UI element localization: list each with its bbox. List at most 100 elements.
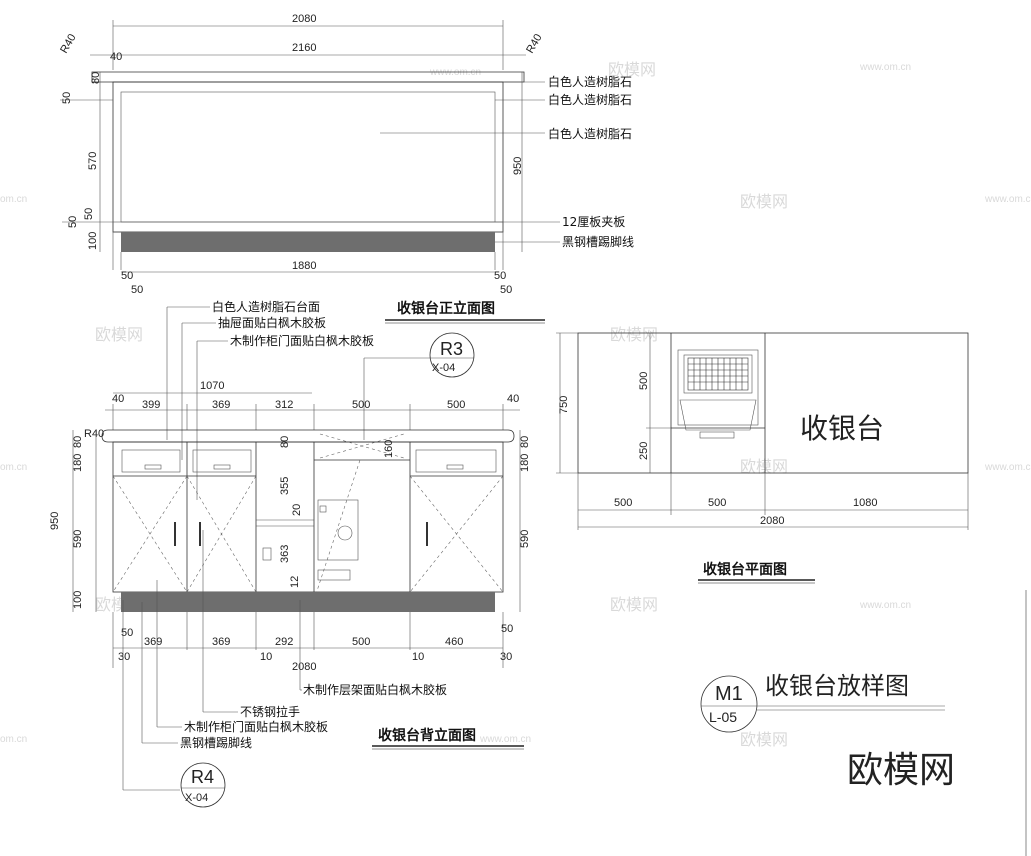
watermark-url: om.cn [0, 462, 27, 473]
marker-r3-top: R3 [440, 339, 463, 359]
front-elevation: 2080 2160 R40 R40 40 80 50 570 50 50 100… [58, 13, 634, 324]
dim-80: 80 [72, 436, 84, 448]
front-elevation-title: 收银台正立面图 [397, 300, 495, 317]
label-resin-stone: 白色人造树脂石 [548, 126, 632, 141]
dim-312: 312 [275, 399, 293, 411]
marker-r4-bottom: X-04 [185, 792, 208, 804]
dim-363: 363 [279, 545, 291, 563]
watermark-url: om.cn [0, 734, 27, 745]
plan-label: 收银台 [800, 412, 884, 445]
dim-500: 500 [638, 372, 650, 390]
callout-door-face-bottom: 木制作柜门面贴白枫木胶板 [184, 719, 328, 734]
dim-590: 590 [519, 530, 531, 548]
plan-title: 收银台平面图 [703, 561, 787, 578]
dim-500: 500 [708, 497, 726, 509]
marker-m1-bottom: L-05 [709, 709, 737, 725]
dim-2160: 2160 [292, 42, 316, 54]
dim-369: 369 [144, 636, 162, 648]
dim-369: 369 [212, 636, 230, 648]
dim-180: 180 [519, 454, 531, 472]
watermark-url: om.cn [0, 194, 27, 205]
watermark-url: www.om.cn [859, 62, 911, 73]
dim-50: 50 [501, 623, 513, 635]
dim-500: 500 [352, 636, 370, 648]
callout-countertop: 白色人造树脂石台面 [212, 299, 320, 314]
watermark-url: www.om.cn [479, 734, 531, 745]
dim-160: 160 [383, 440, 395, 458]
watermark-text: 欧模网 [610, 595, 658, 614]
dim-20: 20 [291, 504, 303, 516]
dim-950: 950 [512, 157, 524, 175]
drawer [415, 449, 497, 473]
dim-80: 80 [519, 436, 531, 448]
dim-292: 292 [275, 636, 293, 648]
dim-180: 180 [72, 454, 84, 472]
label-plywood: 12厘板夹板 [562, 215, 625, 229]
dim-10: 10 [260, 651, 272, 663]
marker-r3-bottom: X-04 [432, 362, 455, 374]
dim-50: 50 [121, 270, 133, 282]
dim-2080: 2080 [760, 515, 784, 527]
dim-100: 100 [72, 591, 84, 609]
dim-2080: 2080 [292, 13, 316, 25]
callout-drawer-face: 抽屉面贴白枫木胶板 [218, 315, 326, 330]
dim-750: 750 [558, 396, 570, 414]
dim-r40-left: R40 [58, 32, 78, 55]
watermark-text: 欧模网 [608, 60, 656, 79]
dim-399: 399 [142, 399, 160, 411]
callout-door-face: 木制作柜门面贴白枫木胶板 [230, 333, 374, 348]
dim-100: 100 [87, 232, 99, 250]
drawing-marker-m1 [700, 675, 758, 733]
dim-10: 10 [412, 651, 424, 663]
back-elevation: 白色人造树脂石台面 抽屉面贴白枫木胶板 木制作柜门面贴白枫木胶板 R3 X-04… [49, 299, 531, 808]
dim-250: 250 [638, 442, 650, 460]
marker-r4-top: R4 [191, 767, 214, 787]
dim-570: 570 [87, 152, 99, 170]
dim-590: 590 [72, 530, 84, 548]
section-marker-r3 [429, 332, 475, 378]
sheet-title: 收银台放样图 [765, 672, 909, 700]
dim-12: 12 [289, 576, 301, 588]
watermark-text: 欧模网 [740, 457, 788, 476]
dim-1080: 1080 [853, 497, 877, 509]
drawer [192, 449, 252, 473]
callout-kick-line-bottom: 黑钢槽踢脚线 [180, 735, 252, 750]
dim-80: 80 [90, 72, 102, 84]
brand-logo: 欧模网 [847, 750, 955, 791]
dim-50: 50 [83, 208, 95, 220]
watermark-text: 欧模网 [740, 730, 788, 749]
plan-view: 收银台 750 500 250 500 500 1080 2080 收银台平面图 [556, 332, 969, 584]
callout-shelf-face: 木制作层架面贴白枫木胶板 [303, 682, 447, 697]
dim-1070: 1070 [200, 380, 224, 392]
dim-500: 500 [614, 497, 632, 509]
dim-500: 500 [447, 399, 465, 411]
section-marker-r4 [180, 762, 226, 808]
dim-1880: 1880 [292, 260, 316, 272]
cash-register [677, 349, 759, 426]
watermark-text: 欧模网 [610, 325, 658, 344]
register-keypad [687, 357, 749, 391]
dim-50: 50 [131, 284, 143, 296]
dim-2080: 2080 [292, 661, 316, 673]
watermark-url: www.om.cn [859, 600, 911, 611]
dim-r40: R40 [84, 428, 104, 440]
dim-355: 355 [279, 477, 291, 495]
watermark-url: www.om.cn [429, 67, 481, 78]
watermark-url: www.om.cn [984, 462, 1031, 473]
label-kick-line: 黑钢槽踢脚线 [562, 234, 634, 249]
dim-50: 50 [494, 270, 506, 282]
dim-369: 369 [212, 399, 230, 411]
watermark-text: 欧模网 [95, 325, 143, 344]
watermark-text: 欧模网 [740, 192, 788, 211]
dim-40: 40 [110, 51, 122, 63]
dim-40: 40 [112, 393, 124, 405]
dim-50: 50 [500, 284, 512, 296]
back-elevation-title: 收银台背立面图 [378, 727, 476, 744]
label-resin-stone: 白色人造树脂石 [548, 74, 632, 89]
watermark-url: www.om.cn [984, 194, 1031, 205]
dim-500: 500 [352, 399, 370, 411]
dim-50: 50 [121, 627, 133, 639]
dim-r40-right: R40 [524, 32, 544, 55]
marker-m1-top: M1 [715, 683, 743, 705]
